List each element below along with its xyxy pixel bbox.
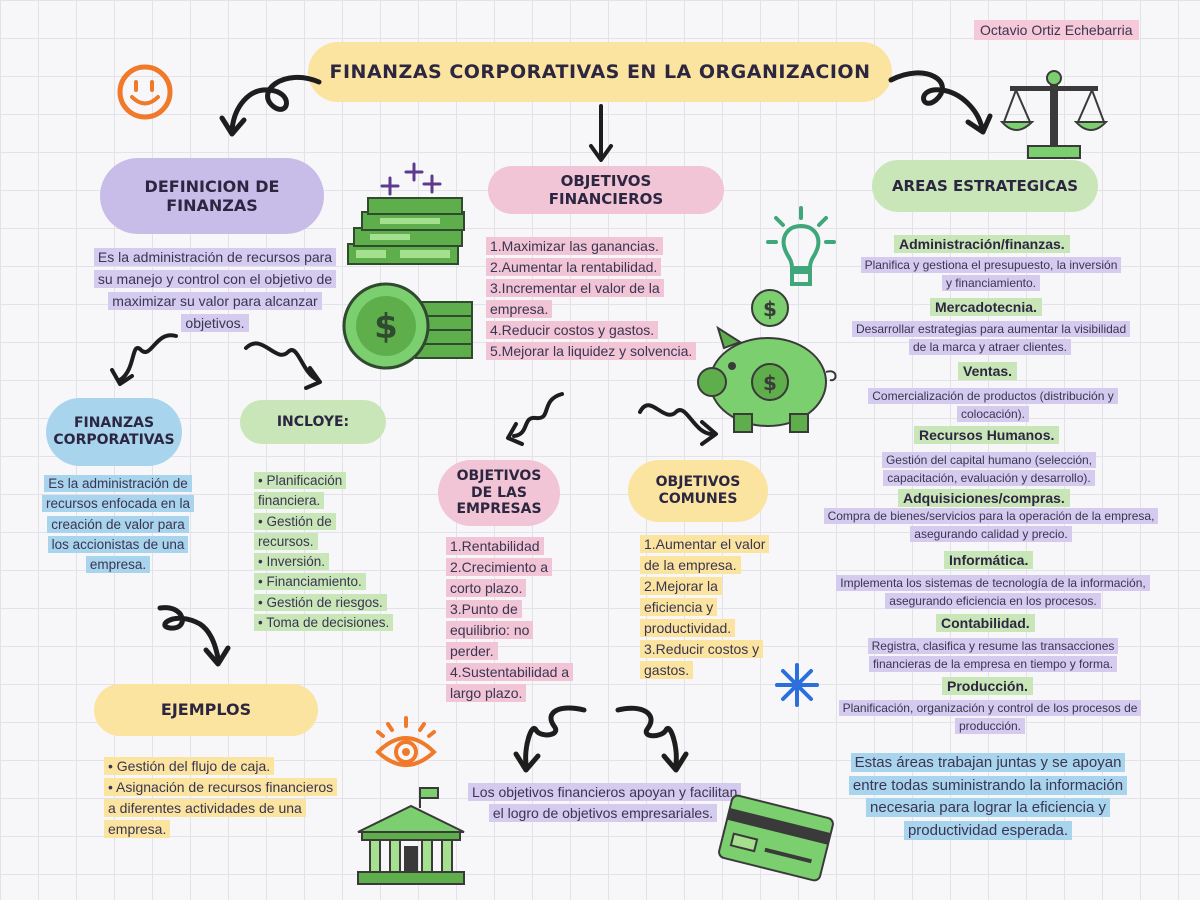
objetivo-empresa-item: 4.Sustentabilidad a largo plazo. — [446, 662, 574, 704]
curly-arrow-to-incluye — [244, 341, 322, 390]
area-desc-rrhh: Gestión del capital humano (selección, c… — [856, 451, 1122, 487]
svg-text:$: $ — [763, 371, 777, 395]
area-title-mercadotecnia: Mercadotecnia. — [930, 298, 1042, 316]
objetivo-financiero-item: 2.Aumentar la rentabilidad. — [486, 257, 700, 278]
objetivos-financieros-title: OBJETIVOS FINANCIEROS — [488, 166, 724, 214]
incluye-title: INCLOYE: — [240, 400, 386, 444]
objetivo-empresa-item: 3.Punto de equilibrio: no perder. — [446, 599, 572, 662]
objetivo-empresa-item: 2.Crecimiento a corto plazo. — [446, 557, 572, 599]
curly-arrow-to-ejemplos — [157, 605, 231, 667]
curly-arrow-conclusion-left — [513, 705, 587, 773]
curly-arrow-to-empresas — [506, 392, 564, 446]
objetivo-comun-item: 2.Mejorar la eficiencia y productividad. — [640, 576, 772, 639]
objetivos-conclusion-text: Los objetivos financieros apoyan y facil… — [468, 782, 742, 824]
finanzas-corporativas-text: Es la administración de recursos enfocad… — [40, 474, 196, 575]
incluye-item: • Toma de decisiones. — [254, 613, 394, 633]
area-title-administracion: Administración/finanzas. — [894, 235, 1070, 253]
incluye-item: • Planificación financiera. — [254, 471, 394, 512]
incluye-list: • Planificación financiera. • Gestión de… — [254, 471, 394, 633]
balance-scale-icon — [999, 70, 1109, 159]
area-desc-administracion: Planifica y gestiona el presupuesto, la … — [860, 256, 1122, 292]
sparkle-icon — [775, 663, 819, 707]
objetivos-comunes-title: OBJETIVOS COMUNES — [628, 460, 768, 522]
finanzas-corporativas-title: FINANZAS CORPORATIVAS — [46, 398, 182, 466]
area-title-informatica: Informática. — [944, 551, 1034, 569]
curly-arrow-to-comunes — [638, 403, 718, 446]
incluye-item: • Gestión de riesgos. — [254, 593, 394, 613]
main-title: FINANZAS CORPORATIVAS EN LA ORGANIZACION — [308, 42, 892, 102]
curly-arrow-left — [219, 74, 322, 137]
areas-conclusion-text: Estas áreas trabajan juntas y se apoyan … — [840, 752, 1136, 842]
ejemplos-item: • Gestión del flujo de caja. — [104, 756, 344, 777]
piggy-bank-icon: $ $ — [697, 289, 837, 433]
objetivo-comun-item: 1.Aumentar el valor de la empresa. — [640, 534, 772, 576]
down-arrow-center — [589, 104, 613, 162]
areas-title: AREAS ESTRATEGICAS — [872, 160, 1098, 212]
ejemplos-item: • Asignación de recursos financieros a d… — [104, 777, 344, 840]
area-title-ventas: Ventas. — [958, 362, 1018, 380]
incluye-item: • Inversión. — [254, 552, 394, 572]
svg-text:$: $ — [374, 307, 398, 347]
area-title-adquisiciones: Adquisiciones/compras. — [898, 489, 1070, 507]
area-title-rrhh: Recursos Humanos. — [914, 426, 1060, 444]
incluye-item: • Gestión de recursos. — [254, 512, 394, 553]
objetivo-empresa-item: 1.Rentabilidad — [446, 536, 572, 557]
area-desc-contabilidad: Registra, clasifica y resume las transac… — [840, 637, 1146, 673]
area-desc-informatica: Implementa los sistemas de tecnología de… — [826, 574, 1160, 610]
objetivo-comun-item: 3.Reducir costos y gastos. — [640, 639, 772, 681]
lightbulb-icon — [766, 206, 836, 286]
objetivo-financiero-item: 4.Reducir costos y gastos. — [486, 320, 700, 341]
definicion-title: DEFINICION DE FINANZAS — [100, 158, 324, 234]
ejemplos-title: EJEMPLOS — [94, 684, 318, 736]
svg-text:$: $ — [763, 297, 777, 321]
definicion-text: Es la administración de recursos para su… — [90, 246, 340, 334]
objetivos-comunes-list: 1.Aumentar el valor de la empresa. 2.Mej… — [640, 534, 772, 681]
incluye-item: • Financiamiento. — [254, 572, 394, 592]
area-title-contabilidad: Contabilidad. — [936, 614, 1035, 632]
objetivo-financiero-item: 5.Mejorar la liquidez y solvencia. — [486, 341, 700, 362]
area-title-produccion: Producción. — [942, 677, 1033, 695]
area-desc-mercadotecnia: Desarrollar estrategias para aumentar la… — [852, 320, 1131, 356]
area-desc-adquisiciones: Compra de bienes/servicios para la opera… — [822, 507, 1160, 543]
coin-dollar-icon: $ — [342, 282, 473, 370]
eye-icon — [375, 716, 437, 767]
area-desc-ventas: Comercialización de productos (distribuc… — [842, 387, 1144, 423]
ejemplos-list: • Gestión del flujo de caja. • Asignació… — [104, 756, 344, 840]
objetivos-empresas-list: 1.Rentabilidad 2.Crecimiento a corto pla… — [446, 536, 574, 704]
credit-card-icon — [718, 794, 834, 882]
objetivo-financiero-item: 3.Incrementar el valor de la empresa. — [486, 278, 700, 320]
curly-arrow-conclusion-right — [615, 705, 689, 773]
objetivos-financieros-list: 1.Maximizar las ganancias. 2.Aumentar la… — [486, 236, 700, 362]
bank-building-icon — [357, 787, 465, 885]
smiley-icon — [117, 64, 173, 120]
author-tag: Octavio Ortiz Echebarria — [974, 20, 1139, 40]
objetivo-financiero-item: 1.Maximizar las ganancias. — [486, 236, 700, 257]
money-stack-icon — [347, 162, 465, 265]
curly-arrow-to-corporativas — [110, 333, 178, 386]
curly-arrow-right — [888, 70, 993, 135]
objetivos-empresas-title: OBJETIVOS DE LAS EMPRESAS — [438, 460, 560, 526]
area-desc-produccion: Planificación, organización y control de… — [820, 699, 1160, 735]
